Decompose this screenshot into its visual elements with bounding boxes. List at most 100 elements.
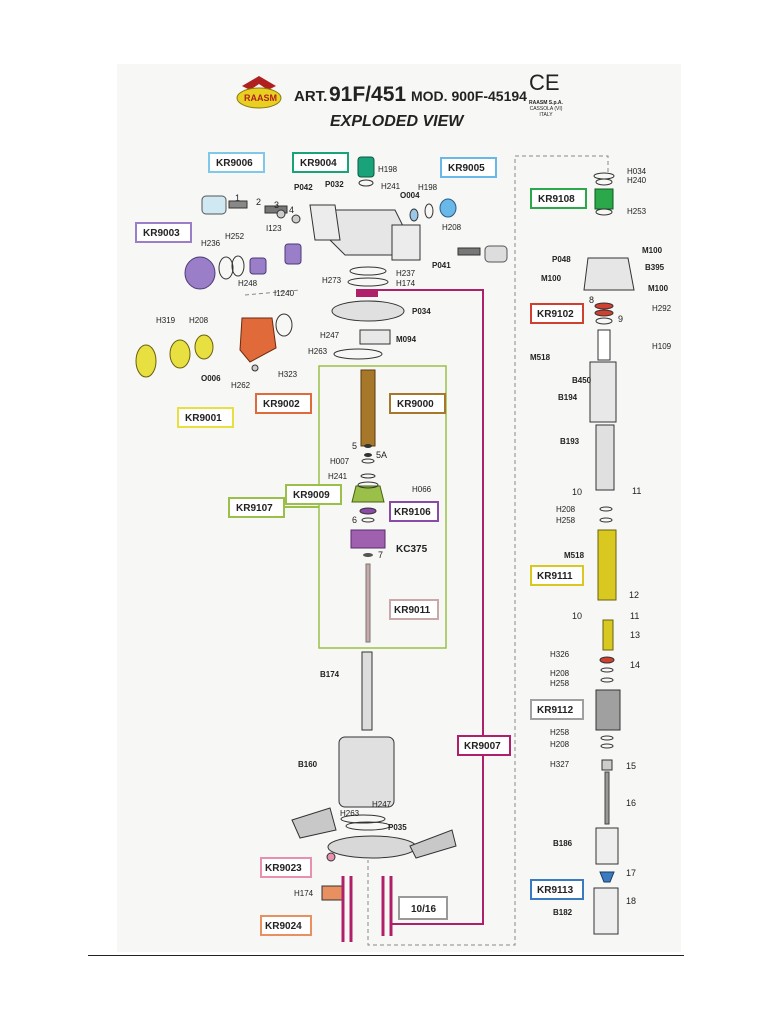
ring-h258-r3 xyxy=(600,735,614,741)
orange-head xyxy=(239,317,277,363)
kit-box-kr9106 xyxy=(389,501,439,522)
label-h237: H237 xyxy=(396,269,416,278)
label-h258-r3: H258 xyxy=(550,728,570,737)
yellow-diaphragm-3 xyxy=(194,334,214,360)
part-labels: H198 P032 H241 O004 H198 P042 1 2 3 4 H2… xyxy=(156,165,672,917)
brown-valve-kr9000 xyxy=(360,369,376,447)
handle-right xyxy=(409,829,457,859)
ring-h236 xyxy=(218,256,234,280)
right-frame xyxy=(367,155,609,946)
valve-seat-right xyxy=(484,245,508,263)
ring-h263-b xyxy=(340,814,386,824)
label-16: 16 xyxy=(626,798,636,808)
rod-16 xyxy=(604,771,610,825)
label-h174-bottom: H174 xyxy=(294,889,314,898)
model-number: MOD. 900F-45194 xyxy=(411,88,527,104)
label-b174: B174 xyxy=(320,670,340,679)
label-12: 12 xyxy=(629,590,639,600)
label-8: 8 xyxy=(589,295,594,305)
company-name: RAASM S.p.A. xyxy=(529,100,563,106)
kit-label-kr9009: KR9009 xyxy=(293,490,330,501)
label-h240: H240 xyxy=(627,176,647,185)
label-m518-mid: M518 xyxy=(564,551,585,560)
label-10-mid: 10 xyxy=(572,611,582,621)
label-m100-top: M100 xyxy=(642,246,663,255)
rod-kr9011 xyxy=(365,563,371,643)
ring-h034 xyxy=(593,172,615,180)
kit-box-kr9003 xyxy=(135,222,192,243)
label-b194: B194 xyxy=(558,393,578,402)
label-5: 5 xyxy=(352,441,357,451)
purple-diaphragm xyxy=(184,256,216,290)
magenta-pins-top xyxy=(356,289,378,297)
label-h034: H034 xyxy=(627,167,647,176)
label-h252: H252 xyxy=(225,232,245,241)
label-14: 14 xyxy=(630,660,640,670)
kit-box-kr9002 xyxy=(255,393,312,414)
ring-h258-r2 xyxy=(600,677,614,683)
yellow-part-13 xyxy=(602,619,614,651)
head-p048 xyxy=(583,257,635,291)
ring-h208-r1 xyxy=(599,506,613,512)
label-i1240: I1240 xyxy=(274,289,295,298)
o004-ring xyxy=(409,208,419,222)
kit-box-kr9005 xyxy=(440,157,497,178)
label-18: 18 xyxy=(626,896,636,906)
label-o006: O006 xyxy=(201,374,221,383)
purple-ring-kr9106 xyxy=(359,507,377,515)
purple-valve-i123 xyxy=(284,243,302,265)
red-ring-8 xyxy=(594,302,614,310)
ring-i1240 xyxy=(275,313,293,337)
label-h248: H248 xyxy=(238,279,258,288)
green-nut-kr9009 xyxy=(351,485,385,503)
part-5 xyxy=(364,444,372,448)
kit-box-kr9001 xyxy=(177,407,234,428)
label-p034: P034 xyxy=(412,307,431,316)
ring-h252 xyxy=(231,255,245,277)
yellow-piston-kr9111 xyxy=(597,529,617,601)
label-11-top: 11 xyxy=(632,486,641,496)
label-b450: B450 xyxy=(572,376,592,385)
art-number: 91F/451 xyxy=(329,83,407,106)
ring-9 xyxy=(595,317,613,325)
part-5a xyxy=(364,453,372,457)
label-m100-right: M100 xyxy=(648,284,669,293)
ring-h258-r1 xyxy=(599,517,613,523)
label-h198-right: H198 xyxy=(418,183,438,192)
kit-box-kr9112 xyxy=(530,699,584,720)
right-column-parts xyxy=(583,172,635,935)
label-6: 6 xyxy=(352,515,357,525)
label-h247-bottom: H247 xyxy=(372,800,392,809)
label-h208-mid: H208 xyxy=(189,316,209,325)
kit-label-kr9001: KR9001 xyxy=(185,413,222,424)
green-plug xyxy=(357,156,375,178)
kit-label-kr9107: KR9107 xyxy=(236,503,273,514)
flange-p042 xyxy=(309,204,341,241)
label-7: 7 xyxy=(378,550,383,560)
label-o004: O004 xyxy=(400,191,420,200)
kit-label-kr9112: KR9112 xyxy=(537,705,574,716)
ce-mark: CE xyxy=(529,70,560,95)
kit-label-kr9113: KR9113 xyxy=(537,885,574,896)
label-h208-r2: H208 xyxy=(550,669,570,678)
label-h236: H236 xyxy=(201,239,221,248)
label-b186: B186 xyxy=(553,839,573,848)
label-i123: I123 xyxy=(266,224,282,233)
label-h263-bottom: H263 xyxy=(340,809,360,818)
label-h208-r3: H208 xyxy=(550,740,570,749)
label-h007: H007 xyxy=(330,457,350,466)
kit-box-kr9004 xyxy=(292,152,349,173)
label-b160: B160 xyxy=(298,760,318,769)
kit-label-kr9005: KR9005 xyxy=(448,163,485,174)
m094-pins xyxy=(359,329,391,345)
label-13: 13 xyxy=(630,630,640,640)
kit-boxes: KR9006 KR9004 KR9005 KR9003 KR9001 KR900… xyxy=(135,152,587,936)
kit-box-kr9007 xyxy=(457,735,511,756)
part-7 xyxy=(363,553,373,557)
label-h327: H327 xyxy=(550,760,570,769)
logo-brand-text: RAASM xyxy=(244,93,277,103)
label-h326: H326 xyxy=(550,650,570,659)
guide-left-valve xyxy=(244,289,301,296)
ring-h253 xyxy=(595,208,613,216)
